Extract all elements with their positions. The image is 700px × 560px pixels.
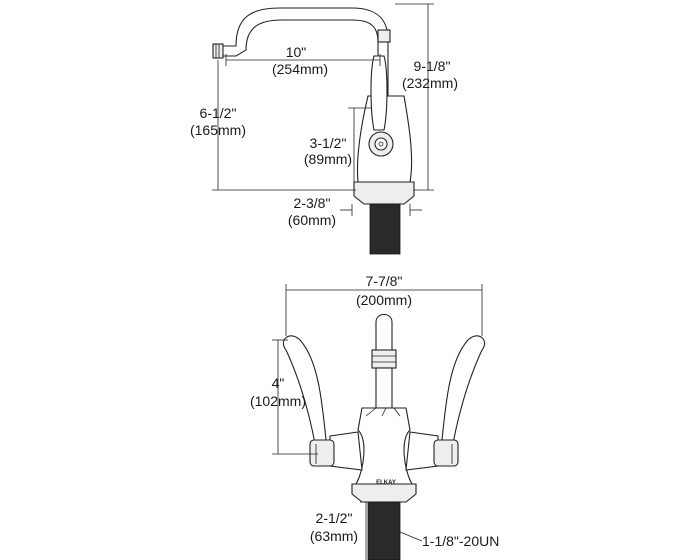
overall-height-metric: (232mm) (402, 75, 458, 91)
aerator (212, 43, 224, 59)
shank-side (369, 203, 401, 255)
shank-front (367, 501, 401, 560)
handle-left-hub (309, 439, 335, 467)
spout-collar-front (371, 349, 397, 369)
dim-lines-front (272, 284, 483, 560)
dim-lines-side (212, 3, 434, 216)
front-view: ELKAY 7-7/8" (200mm) 4" (102mm) 2-1/2" ( (250, 273, 499, 560)
spout-height-metric: (165mm) (190, 122, 246, 138)
base-flange (353, 181, 415, 205)
handle-length-metric: (102mm) (250, 393, 306, 409)
overall-height-imperial: 9-1/8" (414, 58, 451, 74)
spout-height-imperial: 6-1/2" (200, 105, 237, 121)
thread-spec-label: 1-1/8"-20UN (422, 533, 499, 549)
base-diameter-metric: (60mm) (288, 212, 336, 228)
handle-side (370, 55, 388, 131)
shank-length-imperial: 2-1/2" (316, 510, 353, 526)
base-diameter-imperial: 2-3/8" (294, 195, 331, 211)
valve-left (329, 431, 363, 471)
spout-front (375, 313, 393, 351)
spout-stem-front (375, 367, 393, 409)
handle-length-imperial: 4" (272, 375, 285, 391)
spout-reach-imperial: 10" (286, 44, 307, 60)
handle-height-imperial: 3-1/2" (310, 135, 347, 151)
shank-length-metric: (63mm) (310, 528, 358, 544)
base-flange-front (351, 483, 417, 503)
handle-right-hub (433, 439, 459, 467)
spout-reach-metric: (254mm) (272, 61, 328, 77)
handle-left (282, 335, 333, 463)
brand-mark: ELKAY (376, 480, 396, 486)
overall-width-metric: (200mm) (356, 292, 412, 308)
overall-width-imperial: 7-7/8" (366, 273, 403, 289)
faucet-body-front (355, 407, 413, 485)
side-view: 10" (254mm) 9-1/8" (232mm) 6-1/2" (165mm… (190, 3, 458, 255)
spout-collar (377, 29, 391, 43)
handle-right (435, 335, 486, 463)
handle-height-metric: (89mm) (304, 151, 352, 167)
valve-right (405, 431, 439, 471)
